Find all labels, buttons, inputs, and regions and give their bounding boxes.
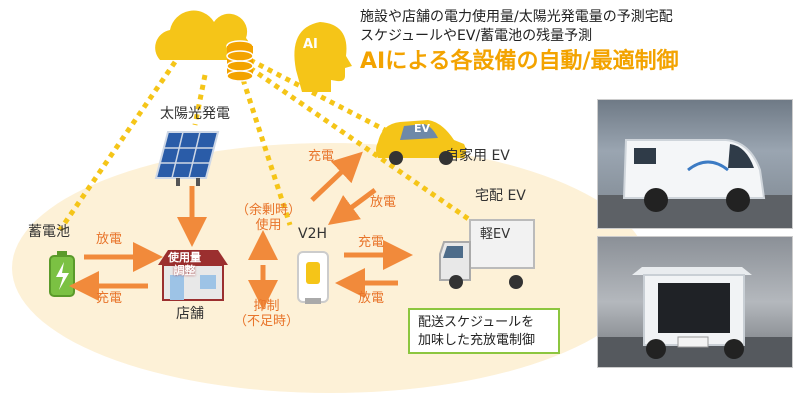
private-ev-charge-arrow (310, 151, 363, 202)
battery-icon (49, 251, 75, 297)
delivery-truck-label: 軽EV (480, 227, 511, 242)
ev-car-icon (376, 120, 466, 165)
ev-car-badge: EV (414, 122, 431, 135)
schedule-note: 配送スケジュールを 加味した充放電制御 (408, 308, 560, 354)
delivery-truck-icon (439, 219, 535, 289)
private-ev-discharge-arrow (327, 187, 377, 225)
delivery-van-photo-side (597, 99, 793, 229)
private-ev-label: 自家用 EV (445, 148, 510, 164)
database-icon (226, 40, 254, 82)
delivery-ev-label: 宅配 EV (475, 188, 526, 204)
headline-title: AIによる各設備の自動/最適制御 (360, 49, 679, 74)
van-side-illustration (598, 139, 792, 228)
solar-label: 太陽光発電 (160, 106, 230, 122)
headline-line-2: スケジュールやEV/蓄電池の残量予測 (360, 28, 593, 44)
headline: 施設や店舗の電力使用量/太陽光発電量の予測宅配 スケジュールやEV/蓄電池の残量… (360, 8, 679, 76)
ai-head-icon (294, 22, 352, 92)
ai-connection-lines (57, 57, 472, 232)
battery-discharge-label: 放電 (96, 232, 123, 247)
delivery-van-photo-rear (597, 236, 793, 368)
delivery-discharge-label: 放電 (358, 291, 385, 306)
battery-charge-label: 充電 (96, 291, 123, 306)
headline-line-1: 施設や店舗の電力使用量/太陽光発電量の予測宅配 (360, 9, 673, 25)
suppress-label: 抑制 （不足時） (234, 299, 300, 329)
v2h-label: V2H (298, 226, 328, 242)
store-sign: 使用量 調整 (168, 251, 201, 277)
ai-badge-label: AI (303, 37, 318, 52)
private-ev-discharge-label: 放電 (370, 195, 397, 210)
surplus-label: （余剰時） 使用 (236, 203, 302, 233)
energy-flow-arrows (69, 151, 413, 310)
private-ev-charge-label: 充電 (308, 149, 335, 164)
store-icon (158, 250, 228, 301)
van-rear-illustration (598, 267, 792, 367)
v2h-charger-icon (297, 251, 329, 304)
solar-panel-icon (154, 131, 220, 186)
battery-label: 蓄電池 (28, 224, 70, 240)
cloud-icon (155, 10, 250, 60)
store-label: 店舗 (176, 306, 204, 322)
delivery-charge-label: 充電 (358, 235, 385, 250)
